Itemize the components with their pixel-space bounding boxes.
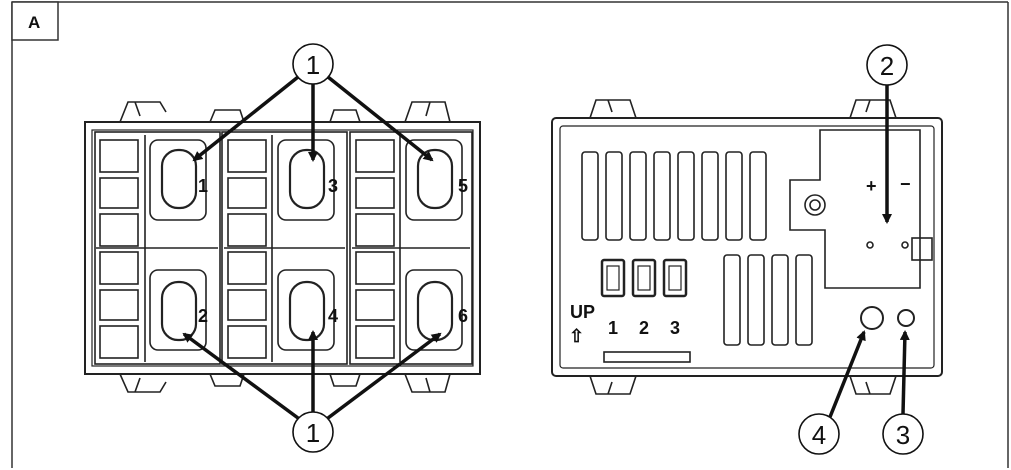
module-3 [349,131,473,365]
callout-top-left: 1 [292,43,334,85]
module-1 [94,131,221,365]
right-device [551,99,943,395]
slot-label-2: 2 [198,306,208,326]
polarity-minus: − [900,174,911,194]
panel-label-box: A [11,1,59,41]
slot-3 [277,139,335,221]
svg-text:1: 1 [306,418,320,448]
svg-text:1: 1 [306,50,320,80]
slot-label-5: 5 [458,176,468,196]
module-2 [221,131,348,365]
callout-3: 3 [882,330,924,455]
slot-label-1: 1 [198,176,208,196]
callout-top-arrows [192,75,434,162]
slot-4 [277,269,335,351]
callout-bottom-arrows [182,330,442,420]
slot-label-6: 6 [458,306,468,326]
panel-label: A [28,13,40,32]
up-arrow-icon: ⇧ [569,326,584,346]
switch-label-2: 2 [639,318,649,338]
slot-label-3: 3 [328,176,338,196]
switch-label-3: 3 [670,318,680,338]
left-device [84,101,481,393]
figure-frame [11,1,1009,468]
slot-labels: 1 2 3 4 5 6 [198,176,468,326]
up-label: UP [570,302,595,322]
callout-bottom-left: 1 [292,411,334,453]
callout-4: 4 [798,330,866,455]
slot-1 [149,139,207,221]
svg-text:4: 4 [812,420,826,450]
svg-text:2: 2 [880,51,894,81]
slot-5 [405,139,463,221]
slot-2 [149,269,207,351]
callout-2: 2 [866,44,908,224]
slot-label-4: 4 [328,306,338,326]
polarity-plus: + [866,176,877,196]
svg-text:3: 3 [896,420,910,450]
switch-label-1: 1 [608,318,618,338]
